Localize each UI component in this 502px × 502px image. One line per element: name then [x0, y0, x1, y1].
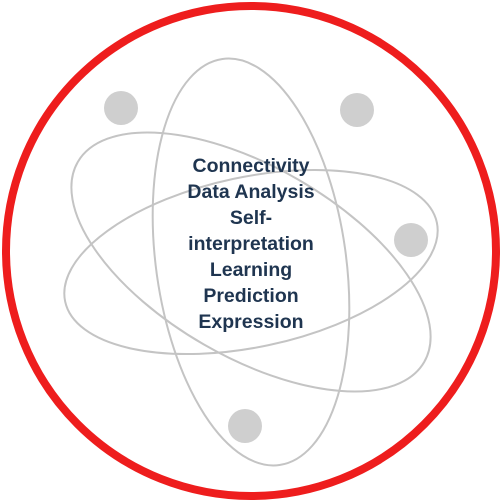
label-learning: Learning	[209, 259, 293, 281]
center-text-block: Connectivity Data Analysis Self- interpr…	[151, 153, 351, 335]
label-expression: Expression	[198, 311, 304, 333]
orbit-horizontal	[63, 168, 439, 356]
electron-top-right	[340, 93, 374, 127]
label-data-analysis: Data Analysis	[187, 181, 315, 203]
label-connectivity: Connectivity	[192, 155, 310, 177]
label-interpretation: interpretation	[188, 233, 314, 255]
label-self: Self-	[229, 207, 273, 229]
electron-bottom	[228, 409, 262, 443]
electron-right	[394, 223, 428, 257]
orbit-vertical	[151, 57, 351, 467]
label-prediction: Prediction	[203, 285, 299, 307]
orbit-diagonal	[70, 131, 432, 393]
electron-top-left	[104, 91, 138, 125]
